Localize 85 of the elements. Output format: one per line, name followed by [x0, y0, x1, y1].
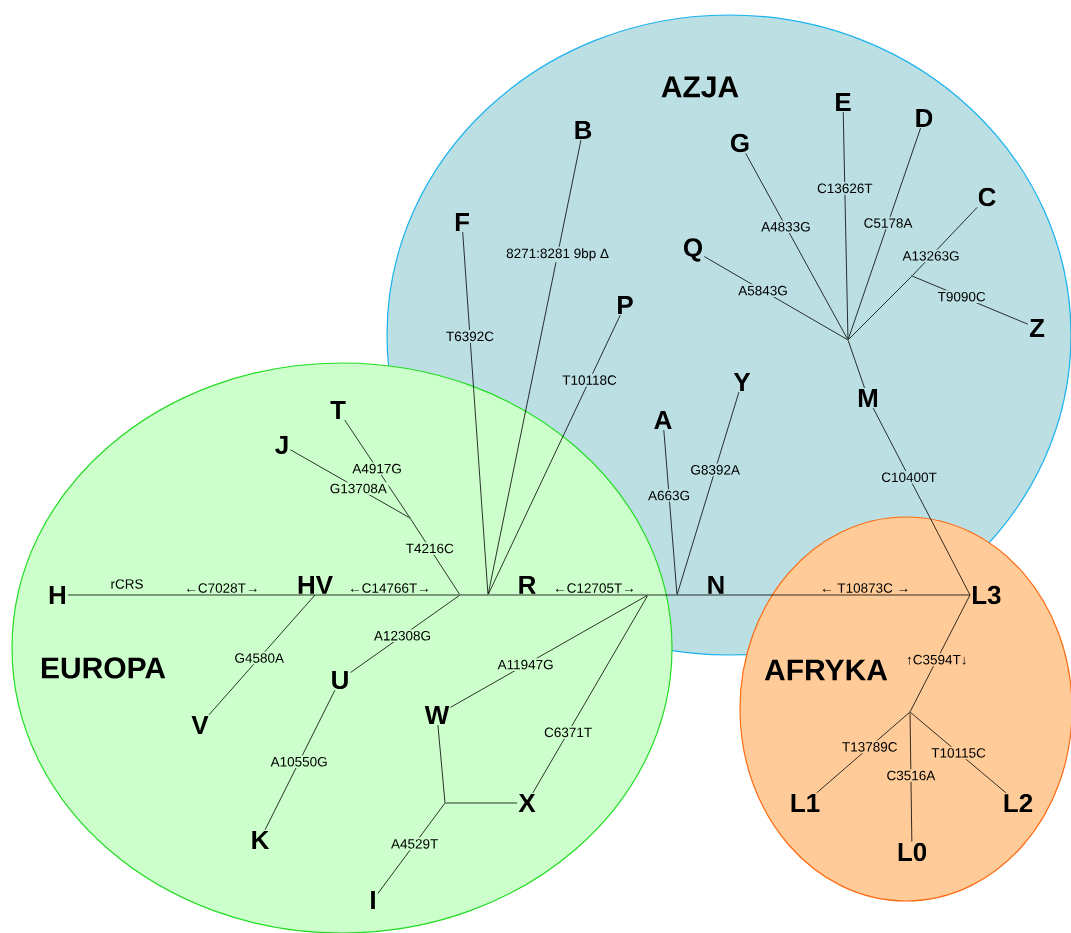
branch-line [532, 595, 648, 794]
haplogroup-label: M [858, 389, 878, 407]
branch-line [488, 314, 621, 595]
haplogroup-label: Y [733, 373, 751, 391]
mutation-label: G13708A [328, 482, 389, 495]
branch-line [816, 712, 910, 794]
haplogroup-label: U [332, 670, 348, 690]
branch-line [488, 594, 528, 596]
branch-line [912, 207, 978, 276]
branch-line [487, 139, 582, 595]
mutation-label: A663G [646, 489, 692, 502]
haplogroup-label: W [424, 706, 450, 724]
mutation-label: ←C12705T→ [555, 583, 633, 593]
mutation-label: T6392C [444, 330, 496, 343]
haplogroup-label: F [455, 213, 469, 231]
mutation-label: C10400T [879, 471, 939, 484]
mutation-label: C3516A [885, 769, 937, 782]
branch-line [848, 276, 912, 340]
reference-label: rCRS [111, 579, 143, 589]
mutation-label: ← T10873C → [822, 583, 908, 593]
mutation-label: A5843G [736, 284, 790, 297]
branch-line [663, 429, 678, 595]
haplogroup-label: R [519, 575, 536, 594]
branch-line [847, 340, 865, 389]
branch-line [648, 594, 677, 596]
haplogroup-label: Z [1029, 319, 1045, 337]
branch-line [909, 712, 913, 842]
branch-line [450, 595, 648, 708]
haplogroup-label: H [49, 586, 66, 604]
haplogroup-label: B [575, 121, 592, 139]
branch-line [67, 594, 316, 596]
branch-line [842, 111, 849, 340]
mutation-label: A4917G [350, 462, 404, 475]
branch-line [526, 594, 648, 596]
branch-line [208, 594, 316, 716]
region-heading: AZJA [661, 76, 739, 98]
mutation-label: ←C14766T→ [350, 583, 428, 593]
branch-line [462, 231, 489, 595]
haplogroup-label: Q [683, 238, 703, 262]
haplogroup-label: X [518, 794, 536, 812]
branch-line [872, 407, 971, 596]
mutation-label: A4833G [759, 220, 813, 234]
branch-line [715, 594, 971, 596]
mutation-label: ←C7028T→ [187, 583, 257, 593]
haplogroup-label: V [191, 716, 209, 734]
mutation-label: T4216C [404, 542, 456, 555]
mutation-label: C13626T [815, 182, 875, 195]
mutation-label: C6371T [542, 726, 594, 739]
haplogroup-label: L0 [898, 842, 927, 862]
haplogroup-label: J [275, 435, 288, 455]
haplogroup-label: K [252, 831, 270, 849]
haplogroup-label: T [330, 401, 346, 419]
haplogroup-label: HV [298, 575, 333, 594]
haplogroup-label: N [708, 575, 724, 594]
haplogroup-label: D [916, 109, 933, 127]
branch-line [437, 724, 446, 803]
mutation-label: A11947G [496, 658, 556, 671]
branch-line [445, 802, 518, 804]
branch-line [460, 594, 488, 596]
region-heading: AFRYKA [764, 659, 888, 681]
haplogroup-label: L3 [972, 585, 1001, 605]
haplogroup-label: G [730, 133, 749, 153]
haplogroup-label: E [836, 93, 851, 111]
branch-line [264, 689, 336, 831]
haplogroup-label: C [978, 187, 996, 207]
haplogroup-label: L1 [791, 794, 820, 812]
branch-line [410, 518, 460, 595]
haplogroup-label: A [654, 411, 672, 429]
branch-line [677, 594, 717, 596]
branch-line [314, 594, 460, 596]
mutation-label: A10550G [269, 755, 330, 768]
haplogroup-label: L2 [1004, 793, 1033, 813]
branch-line [745, 153, 848, 340]
haplogroup-label: I [371, 891, 375, 909]
branch-line [847, 127, 921, 340]
mutation-label: T9090C [936, 290, 988, 303]
branch-line [910, 594, 971, 712]
branch-line [344, 419, 410, 518]
branch-line [377, 803, 445, 894]
branch-line [910, 712, 1007, 794]
branch-line [676, 391, 740, 595]
mutation-label: A12308G [372, 629, 433, 642]
haplogroup-label: P [618, 296, 633, 314]
region-heading: EUROPA [41, 657, 166, 679]
mutation-label: ↑C3594T↓ [904, 653, 970, 667]
